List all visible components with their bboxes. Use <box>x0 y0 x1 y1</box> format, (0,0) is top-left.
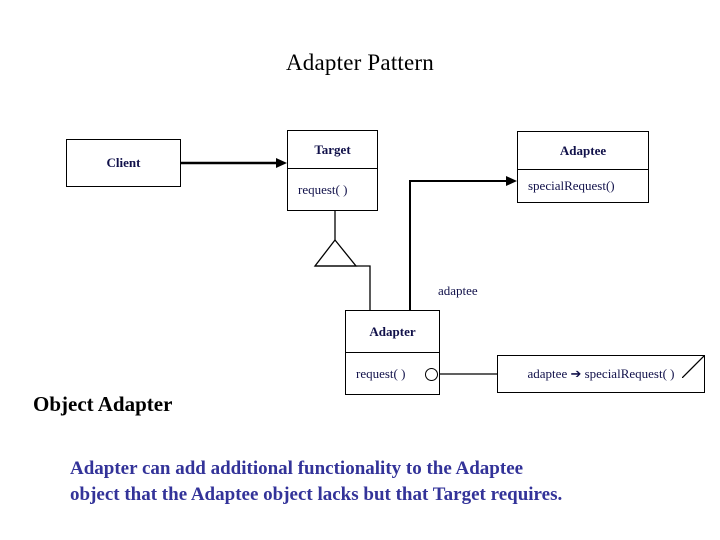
class-operations-compartment-target: request( ) <box>288 169 377 210</box>
association-adapter-to-adaptee <box>409 176 517 310</box>
class-box-adaptee[interactable]: Adaptee specialRequest() <box>517 131 649 203</box>
caption-line-2: object that the Adaptee object lacks but… <box>70 484 563 505</box>
class-name-adapter: Adapter <box>369 323 416 339</box>
caption-line-1: Adapter can add additional functionality… <box>70 458 524 479</box>
association-client-to-target <box>181 158 287 168</box>
class-name-compartment-adapter: Adapter <box>346 311 439 353</box>
delegation-socket-icon <box>425 368 438 381</box>
operation-target-request: request( ) <box>298 181 348 197</box>
class-name-client: Client <box>106 155 141 170</box>
operation-adaptee-special-request: specialRequest() <box>528 178 615 193</box>
class-name-compartment-client: Client <box>67 140 180 186</box>
operation-adapter-request: request( ) <box>356 365 406 381</box>
class-operations-compartment-adapter: request( ) <box>346 353 439 394</box>
generalization-adapter-to-target <box>313 211 371 310</box>
page-title: Adapter Pattern <box>286 50 434 75</box>
class-box-target[interactable]: Target request( ) <box>287 130 378 211</box>
class-name-compartment-adaptee: Adaptee <box>518 132 648 170</box>
class-box-client[interactable]: Client <box>66 139 181 187</box>
class-name-compartment-target: Target <box>288 131 377 169</box>
association-role-label-adaptee: adaptee <box>438 283 478 298</box>
class-operations-compartment-adaptee: specialRequest() <box>518 170 648 202</box>
note-fold-corner-icon <box>682 356 704 378</box>
class-name-adaptee: Adaptee <box>559 142 607 158</box>
section-label-object-adapter: Object Adapter <box>33 392 173 416</box>
caption-block: Adapter can add additional functionality… <box>70 456 670 508</box>
class-box-adapter[interactable]: Adapter request( ) <box>345 310 440 395</box>
note-text: adaptee ➔ specialRequest( ) <box>527 366 675 381</box>
class-name-target: Target <box>314 141 351 157</box>
note-box-delegation[interactable]: adaptee ➔ specialRequest( ) <box>497 355 705 393</box>
